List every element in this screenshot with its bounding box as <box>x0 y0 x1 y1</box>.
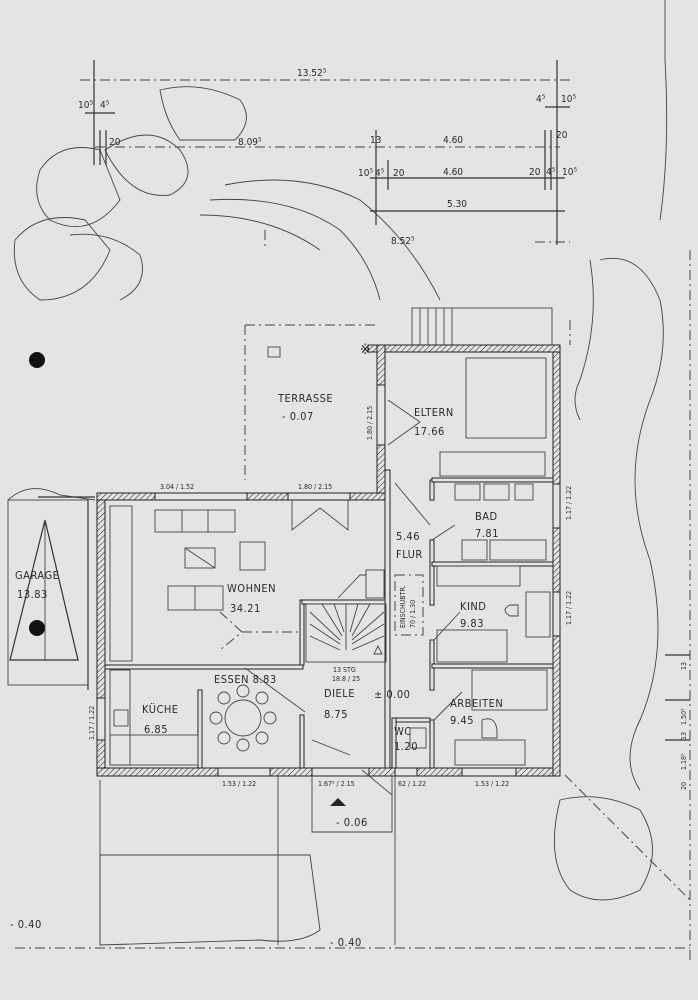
attic-ladder-label: EINSCHUBTR. <box>399 585 407 628</box>
garage-label: GARAGE <box>15 569 59 582</box>
dim-row1-b: 4.60 <box>443 135 463 146</box>
punch-hole <box>29 352 45 368</box>
dim-side-e: 13 <box>680 662 688 670</box>
dim-side-c: 13 <box>680 732 688 740</box>
bad-label: BAD <box>475 510 498 523</box>
landscape <box>7 0 668 946</box>
furniture <box>109 357 551 796</box>
dim-row2-d: 4.60 <box>443 167 463 178</box>
dim-side-a: 20 <box>680 782 688 790</box>
terrasse-level: - 0.07 <box>282 410 314 423</box>
wc-label: WC <box>394 725 412 738</box>
dim-left-b: 4⁵ <box>100 100 110 111</box>
dim-row2-e: 20 <box>529 167 541 178</box>
entrance-landing <box>311 776 393 833</box>
opening-labels: 3.04 / 1.52 1.80 / 2.15 1.80 / 2.15 1.17… <box>88 406 573 788</box>
garden-left-level: - 0.40 <box>10 918 42 931</box>
kind-area: 9.83 <box>460 617 484 630</box>
dim-row2-b: 4⁵ <box>375 168 385 179</box>
kueche-area: 6.85 <box>144 723 168 736</box>
diele-area: 8.75 <box>324 708 348 721</box>
essen-label: ESSEN 8.83 <box>214 673 277 686</box>
wohnen-area: 34.21 <box>230 602 261 615</box>
stairs-steps: 13 STG <box>333 666 356 674</box>
arbeiten-label: ARBEITEN <box>450 697 503 710</box>
dim-left-a: 10⁵ <box>78 100 93 111</box>
dim-right-b: 10⁵ <box>561 94 576 105</box>
kind-label: KIND <box>460 600 486 613</box>
wc-area: 1.20 <box>394 740 418 753</box>
kueche-window-size: 1.17 / 1.22 <box>88 706 96 740</box>
entrance-arrow-icon <box>330 798 346 806</box>
entrance-door-size: 1.67⁵ / 2.15 <box>318 780 355 788</box>
attic-ladder-size: 70 / 1.30 <box>409 600 417 628</box>
interior-walls <box>104 469 554 769</box>
garden-bottom-level: - 0.40 <box>330 936 362 949</box>
stairs-rise-run: 18.8 / 25 <box>332 675 360 683</box>
garage <box>7 496 95 690</box>
arbeiten-window-size: 1.53 / 1.22 <box>475 780 509 788</box>
room-labels: TERRASSE - 0.07 ELTERN 17.66 BAD 7.81 5.… <box>10 392 503 949</box>
dim-partial-left: 8.09⁵ <box>238 137 262 148</box>
wohnen-window-size: 3.04 / 1.52 <box>160 483 194 491</box>
path-lines <box>99 776 396 945</box>
dim-side-b: 1.18⁵ <box>680 753 688 770</box>
compass-mark: ※ <box>360 342 371 358</box>
dim-wing-total: 8.52⁵ <box>391 236 415 247</box>
wohnen-door-size: 1.80 / 2.15 <box>298 483 332 491</box>
exterior-walls <box>96 344 561 777</box>
wc-window-size: 62 / 1.22 <box>398 780 426 788</box>
wohnen-label: WOHNEN <box>227 582 276 595</box>
dimension-labels: 13.52⁵ 10⁵ 4⁵ 20 8.09⁵ 13 4.60 20 4⁵ 10⁵… <box>78 68 688 790</box>
dimension-lines <box>15 60 691 960</box>
dim-left-c: 20 <box>109 137 121 148</box>
dim-total-width: 13.52⁵ <box>297 68 327 79</box>
essen-window-size: 1.53 / 1.22 <box>222 780 256 788</box>
dim-row1-a: 13 <box>370 135 381 146</box>
dim-row1-c: 20 <box>556 130 568 141</box>
terrace-steps <box>411 307 553 346</box>
eltern-door-size: 1.80 / 2.15 <box>366 406 374 440</box>
entrance-level: - 0.06 <box>336 816 368 829</box>
bad-window-size: 1.17 / 1.22 <box>565 486 573 520</box>
dim-side-d: 1.50⁵ <box>680 708 688 725</box>
terrasse-label: TERRASSE <box>277 392 333 405</box>
kueche-label: KÜCHE <box>142 703 179 716</box>
dim-row2-a: 10⁵ <box>358 168 373 179</box>
garage-area: 13.83 <box>17 588 48 601</box>
dim-right-a: 4⁵ <box>536 94 546 105</box>
diele-level: ± 0.00 <box>374 688 410 701</box>
eltern-label: ELTERN <box>414 406 454 419</box>
dim-row2-c: 20 <box>393 168 405 179</box>
dim-row2-g: 10⁵ <box>562 167 577 178</box>
flur-area: 5.46 <box>396 530 420 543</box>
diele-label: DIELE <box>324 687 355 700</box>
eltern-area: 17.66 <box>414 425 445 438</box>
bad-area: 7.81 <box>475 527 499 540</box>
arbeiten-area: 9.45 <box>450 714 474 727</box>
dim-row2-f: 4⁵ <box>546 167 556 178</box>
flur-label: FLUR <box>396 548 423 561</box>
kind-window-size: 1.17 / 1.22 <box>565 591 573 625</box>
punch-hole <box>29 620 45 636</box>
terrace-lamp <box>267 346 281 358</box>
dim-wing-width: 5.30 <box>447 199 467 210</box>
